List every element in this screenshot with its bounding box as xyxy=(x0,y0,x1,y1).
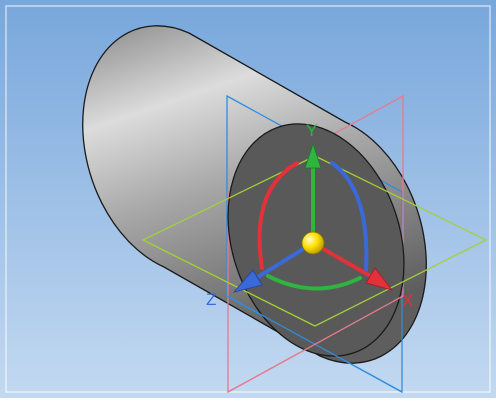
z-axis-arrow-head[interactable] xyxy=(232,269,263,293)
xz-plane[interactable] xyxy=(141,155,488,327)
xz-rotation-arc[interactable] xyxy=(266,274,362,291)
y-axis-arrow-head[interactable] xyxy=(304,142,322,169)
x-axis-arrow-head[interactable] xyxy=(365,267,394,291)
xz-plane-pink-front-edge xyxy=(227,295,404,393)
xy-rotation-arc[interactable] xyxy=(257,161,299,270)
x-axis-label: X xyxy=(402,291,413,310)
z-axis-label: Z xyxy=(206,290,216,309)
y-axis-label: Y xyxy=(306,121,317,140)
yz-rotation-arc[interactable] xyxy=(330,161,369,272)
viewport-frame xyxy=(5,5,491,393)
origin-handle[interactable] xyxy=(301,231,325,255)
